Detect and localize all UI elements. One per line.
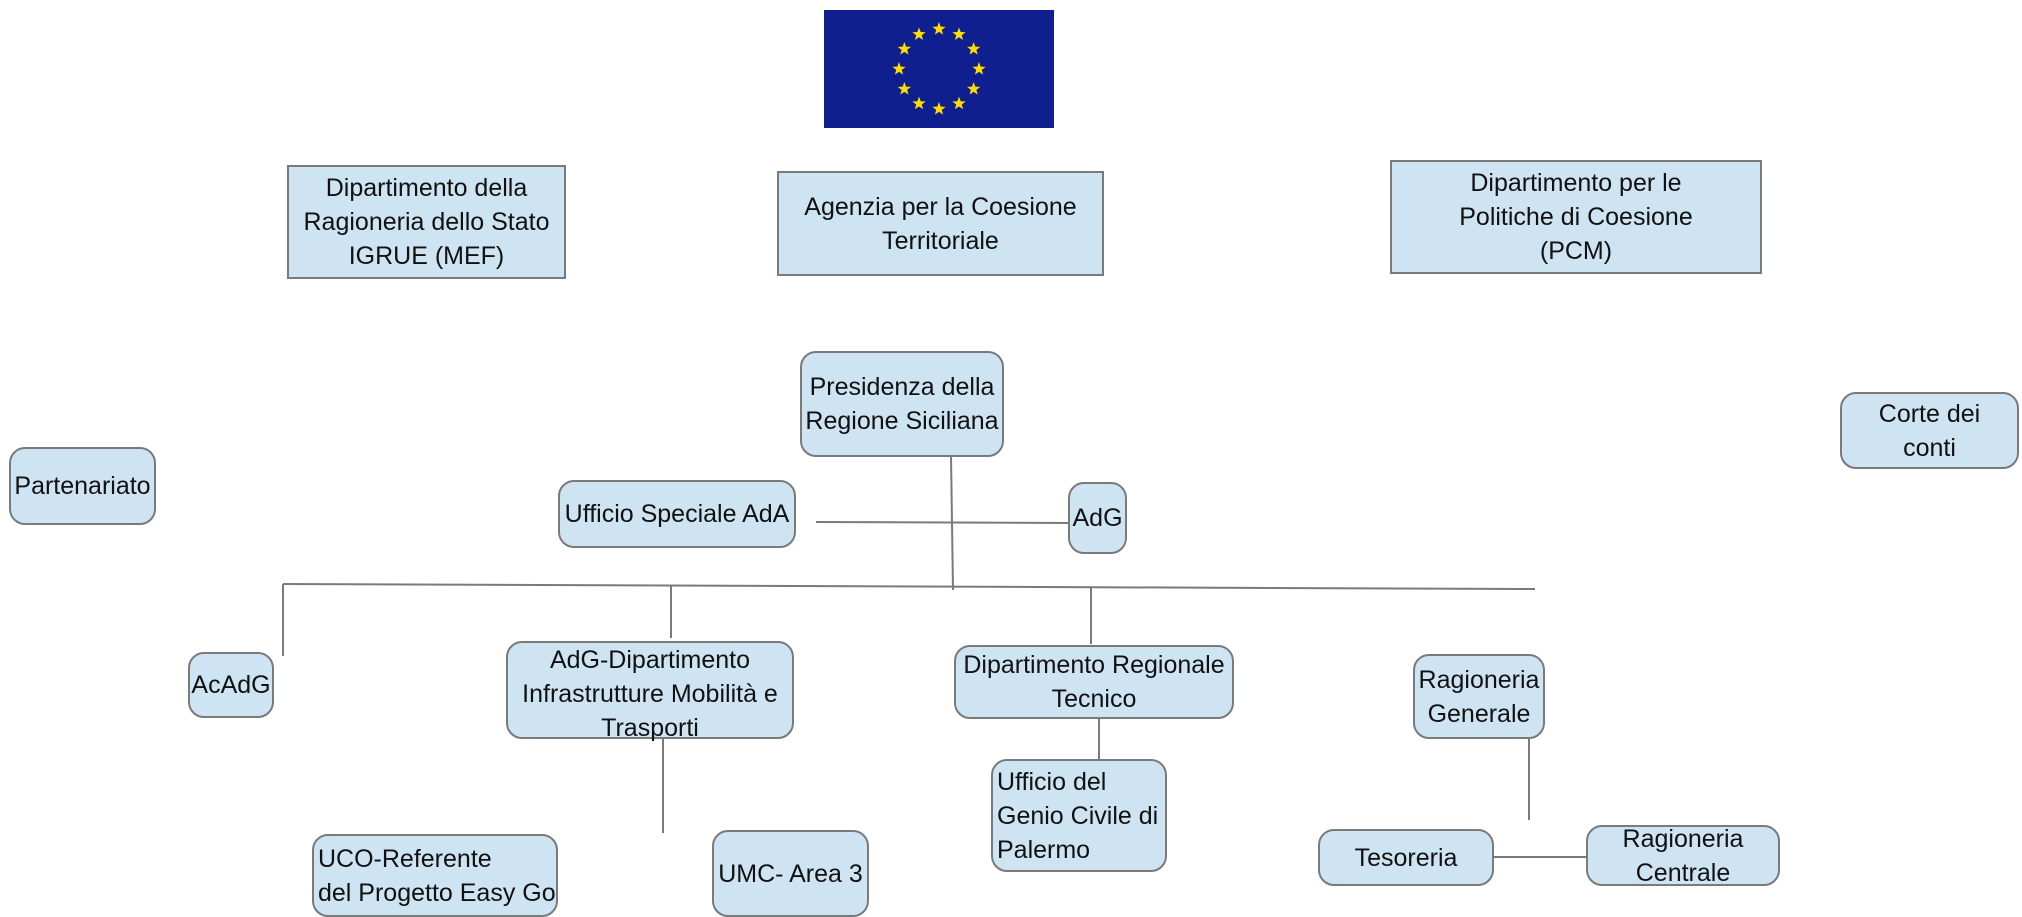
node-dipartimento-regionale-tecnico: Dipartimento Regionale Tecnico — [954, 645, 1234, 719]
flag-star — [952, 96, 966, 110]
node-acadg: AcAdG — [188, 652, 274, 718]
node-umc-area-3-label: UMC- Area 3 — [718, 859, 863, 888]
node-dipartimento-politiche-coesione-label: Dipartimento per le Politiche di Coesion… — [1459, 169, 1693, 265]
flag-star — [932, 102, 946, 115]
node-tesoreria-label: Tesoreria — [1354, 843, 1458, 872]
node-ragioneria-centrale-label: Ragioneria Centrale — [1622, 824, 1744, 887]
connector-ada-adg — [815, 521, 1071, 524]
flag-stars — [892, 22, 986, 115]
node-igrue-mef: Dipartimento della Ragioneria dello Stat… — [287, 165, 566, 279]
node-agenzia-coesione: Agenzia per la Coesione Territoriale — [777, 171, 1104, 276]
node-uco-referente-label: UCO-Referente del Progetto Easy Go — [318, 844, 556, 907]
flag-star — [966, 82, 981, 95]
node-presidenza-regione: Presidenza della Regione Siciliana — [800, 351, 1004, 457]
node-tesoreria: Tesoreria — [1318, 829, 1494, 886]
node-ragioneria-generale-label: Ragioneria Generale — [1418, 665, 1540, 728]
node-adg-dipartimento-infrastrutture-label: AdG-Dipartimento Infrastrutture Mobilità… — [522, 646, 778, 742]
connector-bus — [282, 583, 1536, 590]
node-adg-dipartimento-infrastrutture: AdG-Dipartimento Infrastrutture Mobilità… — [506, 641, 794, 742]
flag-star — [897, 82, 912, 95]
node-presidenza-regione-label: Presidenza della Regione Siciliana — [805, 373, 999, 435]
node-adg: AdG — [1068, 482, 1127, 554]
node-adg-label: AdG — [1072, 504, 1123, 532]
node-agenzia-coesione-label: Agenzia per la Coesione Territoriale — [804, 192, 1077, 255]
node-ragioneria-generale: Ragioneria Generale — [1413, 654, 1545, 739]
flag-star — [972, 62, 986, 75]
flag-star — [892, 62, 906, 75]
node-umc-area-3: UMC- Area 3 — [712, 830, 869, 917]
flag-star — [952, 27, 966, 41]
node-uco-referente: UCO-Referente del Progetto Easy Go — [312, 834, 558, 917]
flag-star — [897, 42, 912, 55]
flag-star — [912, 27, 926, 41]
flag-star — [966, 42, 981, 55]
node-ufficio-speciale-ada-label: Ufficio Speciale AdA — [564, 500, 790, 528]
node-corte-dei-conti: Corte dei conti — [1840, 392, 2019, 469]
node-dipartimento-regionale-tecnico-label: Dipartimento Regionale Tecnico — [963, 651, 1225, 713]
node-genio-civile-palermo-label: Ufficio del Genio Civile di Palermo — [997, 767, 1159, 864]
node-genio-civile-palermo: Ufficio del Genio Civile di Palermo — [991, 759, 1167, 872]
node-partenariato-label: Partenariato — [14, 472, 151, 500]
node-partenariato: Partenariato — [9, 447, 156, 525]
node-ragioneria-centrale: Ragioneria Centrale — [1586, 825, 1780, 887]
node-ufficio-speciale-ada: Ufficio Speciale AdA — [558, 480, 796, 548]
node-igrue-mef-label: Dipartimento della Ragioneria dello Stat… — [303, 174, 550, 270]
flag-star — [932, 22, 946, 35]
node-dipartimento-politiche-coesione: Dipartimento per le Politiche di Coesion… — [1390, 160, 1762, 274]
node-corte-dei-conti-label: Corte dei conti — [1878, 399, 1981, 462]
flag-star — [912, 96, 926, 110]
eu-flag — [824, 10, 1054, 128]
node-acadg-label: AcAdG — [191, 671, 271, 699]
